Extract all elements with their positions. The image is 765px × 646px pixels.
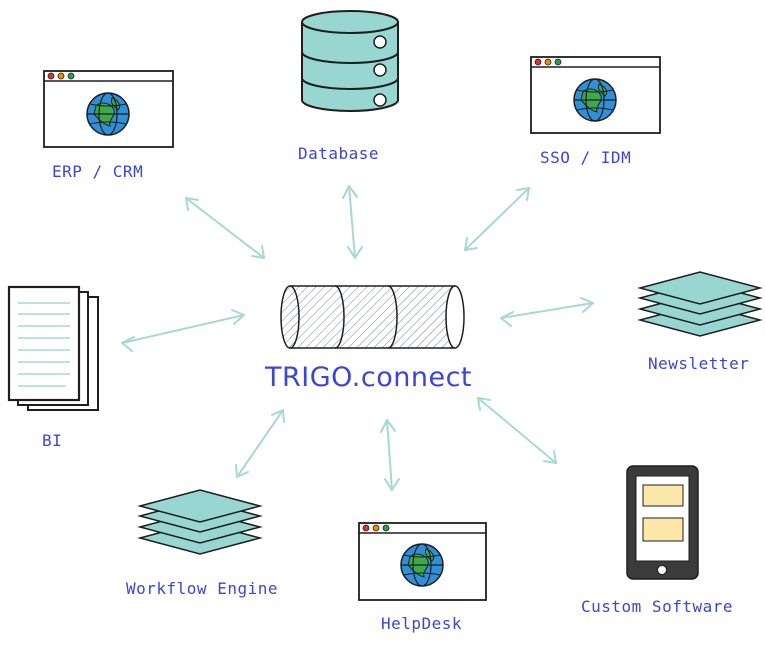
arrow-workflow (235, 409, 285, 478)
tablet-icon (626, 465, 699, 580)
node-label-workflow-engine: Workflow Engine (126, 579, 278, 598)
erp-browser-icon (43, 70, 174, 148)
trigo-pipe-icon (280, 285, 465, 349)
helpdesk-browser-icon (358, 522, 487, 601)
globe-icon (573, 78, 617, 122)
arrow-database (342, 185, 363, 259)
trigo-connect-label: TRIGO.connect (265, 362, 473, 393)
arrow-custom (477, 397, 557, 464)
arrow-erp (185, 197, 265, 259)
bi-documents-icon (7, 285, 99, 411)
workflow-layers-icon (139, 489, 261, 555)
node-label-helpdesk: HelpDesk (381, 614, 463, 633)
arrow-bi (121, 309, 245, 352)
sso-browser-icon (530, 56, 661, 134)
node-label-newsletter: Newsletter (648, 354, 750, 373)
arrow-sso (464, 187, 530, 251)
globe-icon (400, 543, 444, 587)
node-label-bi: BI (42, 431, 63, 450)
arrow-newsletter (500, 297, 594, 327)
connection-arrows (121, 185, 594, 491)
newsletter-layers-icon (639, 271, 761, 337)
node-label-custom-software: Custom Software (581, 597, 733, 616)
node-label-erp: ERP / CRM (52, 162, 144, 181)
arrow-helpdesk (380, 419, 400, 491)
globe-icon (86, 92, 130, 136)
node-label-database: Database (298, 144, 380, 163)
database-icon (301, 10, 399, 112)
node-label-sso: SSO / IDM (540, 148, 632, 167)
